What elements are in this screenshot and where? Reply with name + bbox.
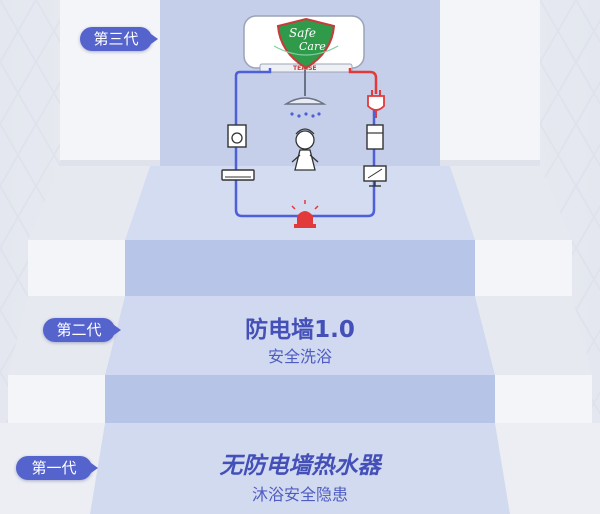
alarm-icon bbox=[291, 200, 319, 228]
tier3-floor bbox=[125, 166, 475, 240]
brand-text: TEAISE bbox=[293, 65, 317, 72]
tier3-left-block bbox=[60, 0, 160, 160]
air-conditioner-icon bbox=[221, 169, 255, 181]
safe-care-logo bbox=[273, 17, 339, 70]
plug-icon bbox=[367, 90, 385, 118]
tier2-left-block bbox=[28, 240, 125, 296]
tier2-right-block bbox=[475, 240, 572, 296]
red-wire bbox=[348, 68, 378, 94]
child-icon bbox=[291, 128, 319, 171]
tier2-front bbox=[105, 375, 495, 423]
generation-2-subtitle: 安全洗浴 bbox=[267, 347, 332, 366]
blue-wire bbox=[234, 68, 376, 218]
generation-1-title: 无防电墙热水器 bbox=[219, 453, 381, 479]
generation-1-badge: 第一代 bbox=[16, 456, 98, 480]
generation-1-subtitle: 沐浴安全隐患 bbox=[251, 485, 348, 504]
generation-2-badge: 第二代 bbox=[43, 318, 121, 342]
shower-head-icon bbox=[283, 70, 327, 118]
tier2-floor bbox=[105, 296, 495, 375]
computer-icon bbox=[363, 165, 387, 187]
washing-machine-icon bbox=[227, 124, 247, 148]
tier1-floor bbox=[90, 423, 510, 514]
logo-text-line1: Safe bbox=[289, 26, 316, 40]
generation-3-badge: 第三代 bbox=[80, 27, 158, 51]
fridge-icon bbox=[366, 124, 384, 150]
tier2-riser bbox=[125, 240, 475, 296]
generation-2-title: 防电墙1.0 bbox=[245, 317, 355, 343]
tier3-right-block bbox=[440, 0, 540, 160]
logo-text-line2: Care bbox=[299, 40, 326, 53]
